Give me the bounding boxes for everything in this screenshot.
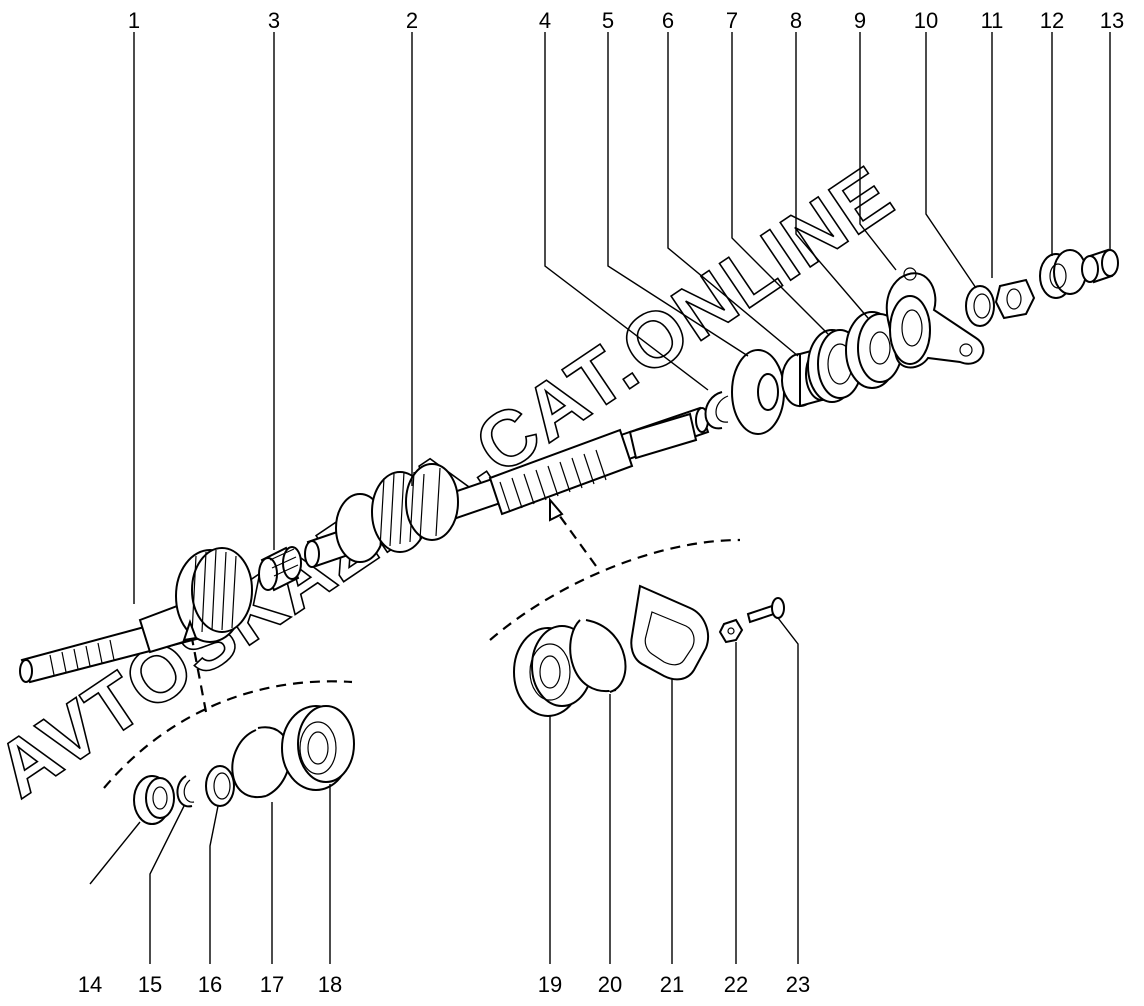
part-11-nut xyxy=(994,278,1036,320)
arrow-to-part-1 xyxy=(188,627,208,713)
part-14-oil-seal xyxy=(133,775,175,825)
leader-9 xyxy=(859,32,897,271)
callout-18: 18 xyxy=(318,972,342,997)
callout-3: 3 xyxy=(268,8,280,33)
part-10-seal xyxy=(965,285,995,327)
group-arc-right xyxy=(489,538,741,641)
leader-16 xyxy=(209,805,219,964)
callout-14: 14 xyxy=(78,972,102,997)
callout-12: 12 xyxy=(1040,8,1064,33)
callout-20: 20 xyxy=(598,972,622,997)
part-3-needle-bearing xyxy=(258,546,302,592)
leader-6 xyxy=(667,32,799,357)
part-23-bolt xyxy=(746,597,785,624)
callout-9: 9 xyxy=(854,8,866,33)
part-16-ring xyxy=(205,765,235,807)
callout-8: 8 xyxy=(790,8,802,33)
arrowhead-left xyxy=(182,619,198,642)
callout-17: 17 xyxy=(260,972,284,997)
part-12-cup xyxy=(1039,249,1087,299)
part-15-circlip xyxy=(176,775,195,808)
callout-5: 5 xyxy=(602,8,614,33)
callout-15: 15 xyxy=(138,972,162,997)
part-21-gasket xyxy=(630,584,709,681)
leader-14 xyxy=(89,821,141,885)
part-17-snap-ring xyxy=(231,726,291,799)
callout-23: 23 xyxy=(786,972,810,997)
callout-1: 1 xyxy=(128,8,140,33)
callout-2: 2 xyxy=(406,8,418,33)
callout-numbers: 1 2 3 4 5 6 7 8 9 10 11 12 13 14 15 16 1… xyxy=(78,8,1124,997)
callout-21: 21 xyxy=(660,972,684,997)
callout-7: 7 xyxy=(726,8,738,33)
leader-15 xyxy=(149,805,185,964)
leader-4 xyxy=(544,32,709,391)
part-20-snap-ring xyxy=(569,619,627,693)
arrowhead-right xyxy=(549,497,564,522)
leader-lines xyxy=(89,32,1111,964)
part-2-main-shaft xyxy=(304,406,710,568)
leader-10 xyxy=(925,32,977,289)
part-4-circlip xyxy=(704,391,729,430)
part-5-washer xyxy=(731,349,785,435)
callout-22: 22 xyxy=(724,972,748,997)
arrow-to-part-2 xyxy=(553,507,597,567)
part-7-bearing xyxy=(807,329,863,403)
callout-10: 10 xyxy=(914,8,938,33)
part-9-flange xyxy=(885,267,985,369)
callout-19: 19 xyxy=(538,972,562,997)
callout-11: 11 xyxy=(981,8,1004,33)
part-13-roller xyxy=(1081,248,1119,284)
callout-16: 16 xyxy=(198,972,222,997)
leader-8 xyxy=(795,32,869,319)
leader-5 xyxy=(607,32,749,357)
group-arc-left xyxy=(103,680,353,789)
part-1-input-shaft xyxy=(19,547,253,684)
leader-23 xyxy=(777,617,799,964)
part-22-nut xyxy=(718,618,744,644)
leader-7 xyxy=(731,32,829,335)
callout-4: 4 xyxy=(539,8,551,33)
callout-6: 6 xyxy=(662,8,674,33)
part-18-bearing xyxy=(281,705,355,791)
callout-13: 13 xyxy=(1100,8,1124,33)
